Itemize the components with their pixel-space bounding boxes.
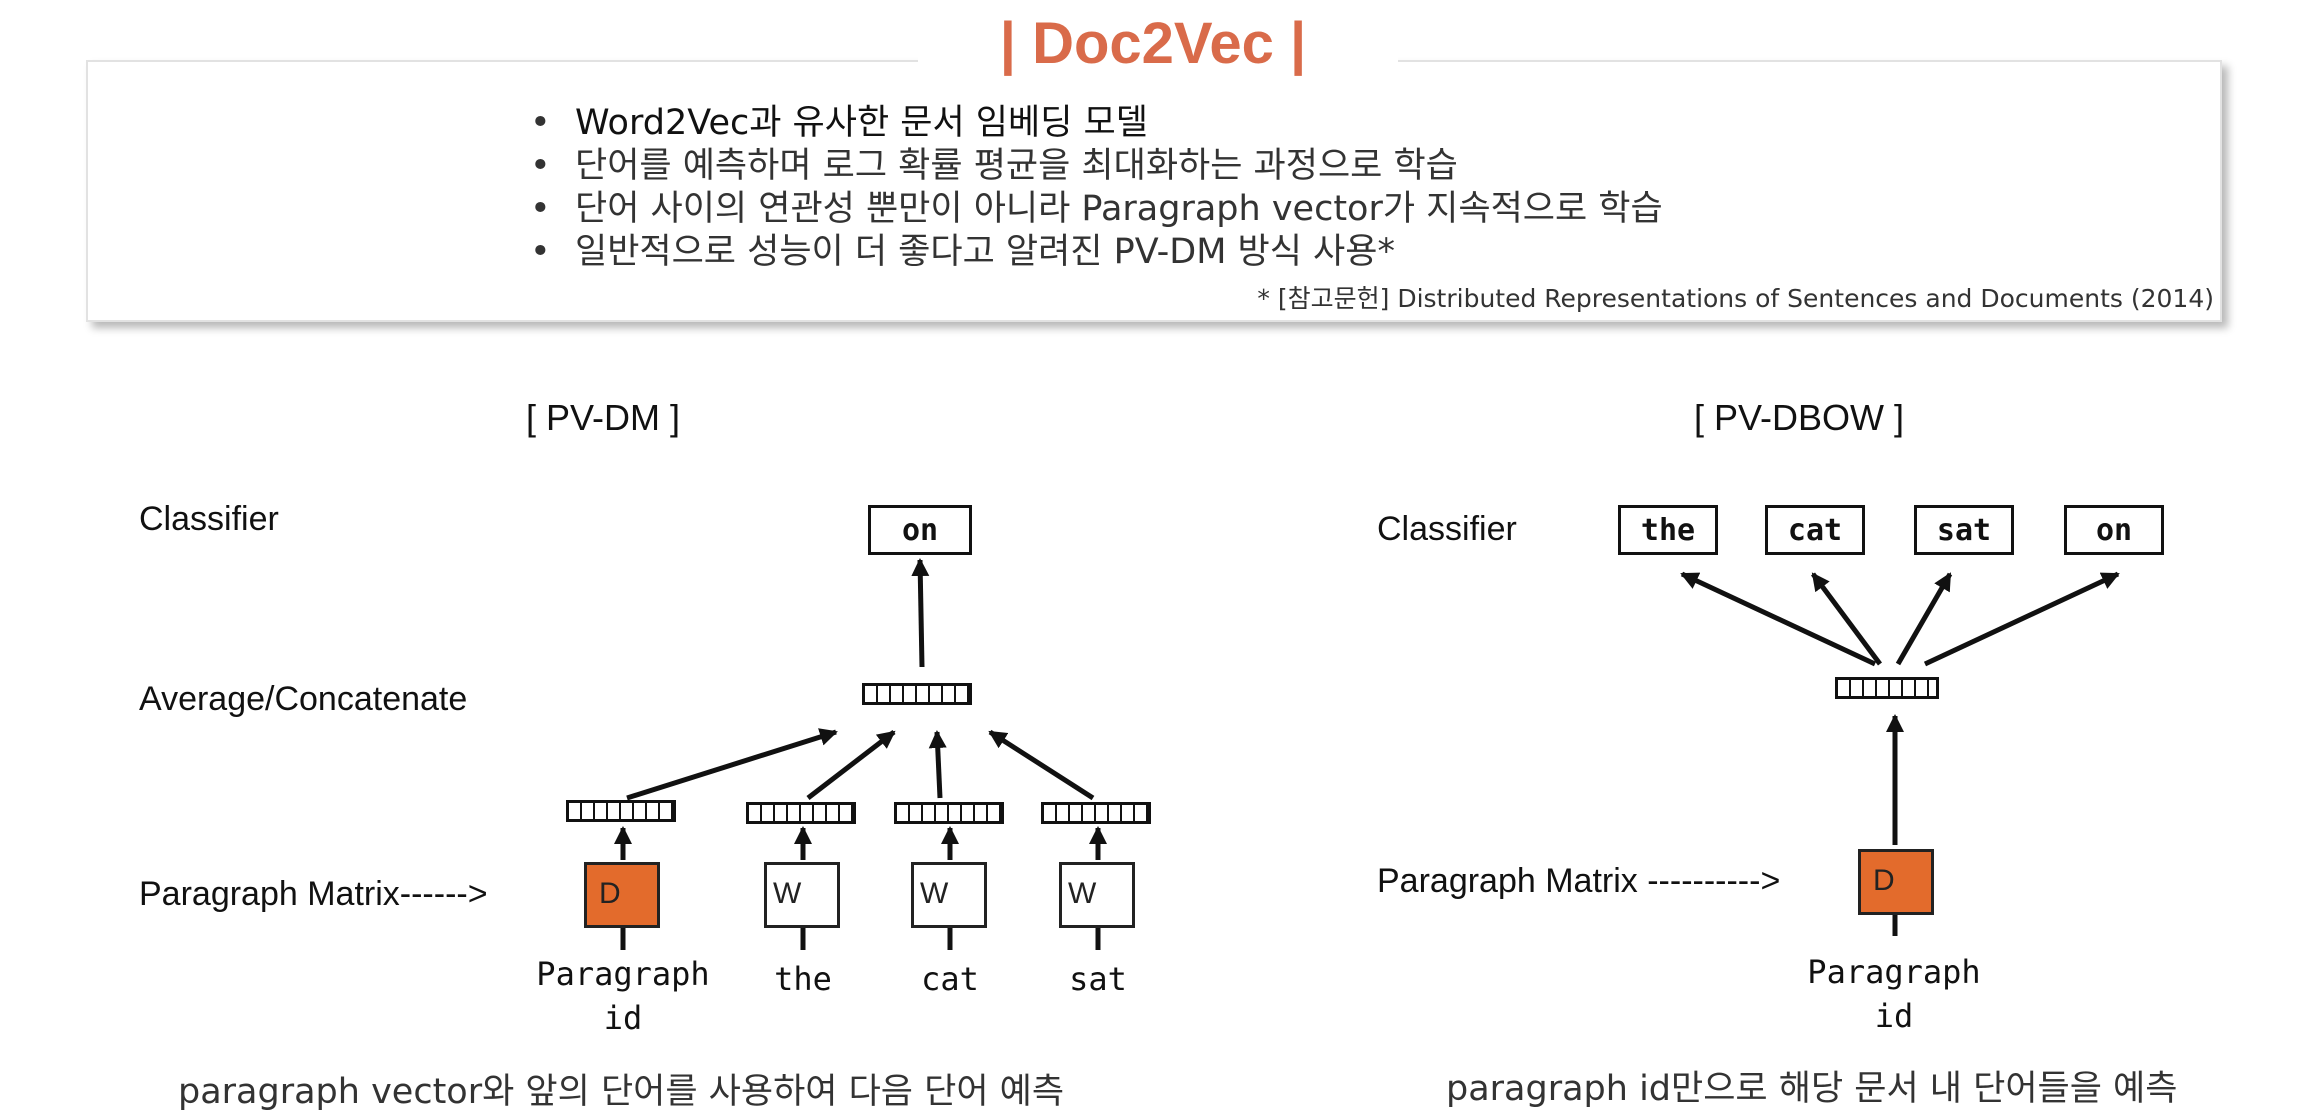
title-gap	[918, 48, 1398, 72]
arrow-dbow-vec-to-sat	[1895, 572, 1953, 666]
pvdm-input-word: the	[774, 960, 832, 998]
pvdm-input-word: cat	[921, 960, 979, 998]
pvdbow-classifier-label: Classifier	[1377, 510, 1517, 548]
pvdm-average-vector	[862, 683, 972, 705]
arrow-avg-to-output	[911, 558, 930, 668]
pvdm-word-vector	[894, 802, 1004, 824]
pvdm-paragraph-matrix-label: Paragraph Matrix------>	[139, 875, 488, 913]
arrow-d-vec-to-avg	[626, 728, 838, 801]
bullet-item: 일반적으로 성능이 더 좋다고 알려진 PV-DM 방식 사용*	[530, 231, 1663, 274]
arrow-the-vec-to-avg	[806, 730, 896, 800]
pvdm-paragraph-vector	[566, 800, 676, 822]
bullet-item: Word2Vec과 유사한 문서 임베딩 모델	[530, 102, 1663, 145]
bullet-item: 단어를 예측하며 로그 확률 평균을 최대화하는 과정으로 학습	[530, 145, 1663, 188]
pvdbow-output-word: sat	[1914, 505, 2014, 555]
pvdm-input-word: sat	[1069, 960, 1127, 998]
page-title: | Doc2Vec |	[999, 11, 1307, 76]
pvdm-average-label: Average/Concatenate	[139, 680, 468, 718]
pvdbow-heading: [ PV-DBOW ]	[1694, 397, 1905, 438]
arrow-dbow-vec-to-on	[1923, 571, 2120, 667]
pvdm-classifier-label: Classifier	[139, 500, 279, 538]
pvdbow-paragraph-vector	[1835, 677, 1939, 699]
pvdm-word-matrix-box: W	[911, 862, 987, 928]
pvdm-word-vector	[1041, 802, 1151, 824]
pvdm-word-matrix-box: W	[1059, 862, 1135, 928]
pvdbow-input-paragraph-id: Paragraph id	[1807, 953, 1981, 1035]
pvdbow-output-word: on	[2064, 505, 2164, 555]
pvdm-input-paragraph-id: Paragraph id	[536, 955, 710, 1037]
pvdm-word-matrix-box: W	[764, 862, 840, 928]
arrow-dbow-vec-to-the	[1680, 571, 1877, 667]
pvdbow-output-word: the	[1618, 505, 1718, 555]
pvdm-caption: paragraph vector와 앞의 단어를 사용하여 다음 단어 예측	[178, 1072, 1065, 1112]
bullet-item: 단어 사이의 연관성 뿐만이 아니라 Paragraph vector가 지속적…	[530, 188, 1663, 231]
pvdm-output-word: on	[868, 505, 972, 555]
arrow-sat-vec-to-avg	[988, 729, 1095, 801]
pvdbow-paragraph-matrix-label: Paragraph Matrix ---------->	[1377, 862, 1781, 900]
pvdbow-output-word: cat	[1765, 505, 1865, 555]
pvdm-word-vector	[746, 802, 856, 824]
pvdbow-caption: paragraph id만으로 해당 문서 내 단어들을 예측	[1446, 1069, 2178, 1109]
arrow-dbow-vec-to-cat	[1810, 572, 1883, 666]
pvdbow-paragraph-matrix-box: D	[1858, 849, 1934, 915]
arrow-cat-vec-to-avg	[928, 730, 947, 799]
pvdm-heading: [ PV-DM ]	[526, 397, 681, 438]
reference-note: * [참고문헌] Distributed Representations of …	[1257, 284, 2214, 313]
pvdm-paragraph-matrix-box: D	[584, 862, 660, 928]
summary-list: Word2Vec과 유사한 문서 임베딩 모델 단어를 예측하며 로그 확률 평…	[530, 102, 1663, 274]
